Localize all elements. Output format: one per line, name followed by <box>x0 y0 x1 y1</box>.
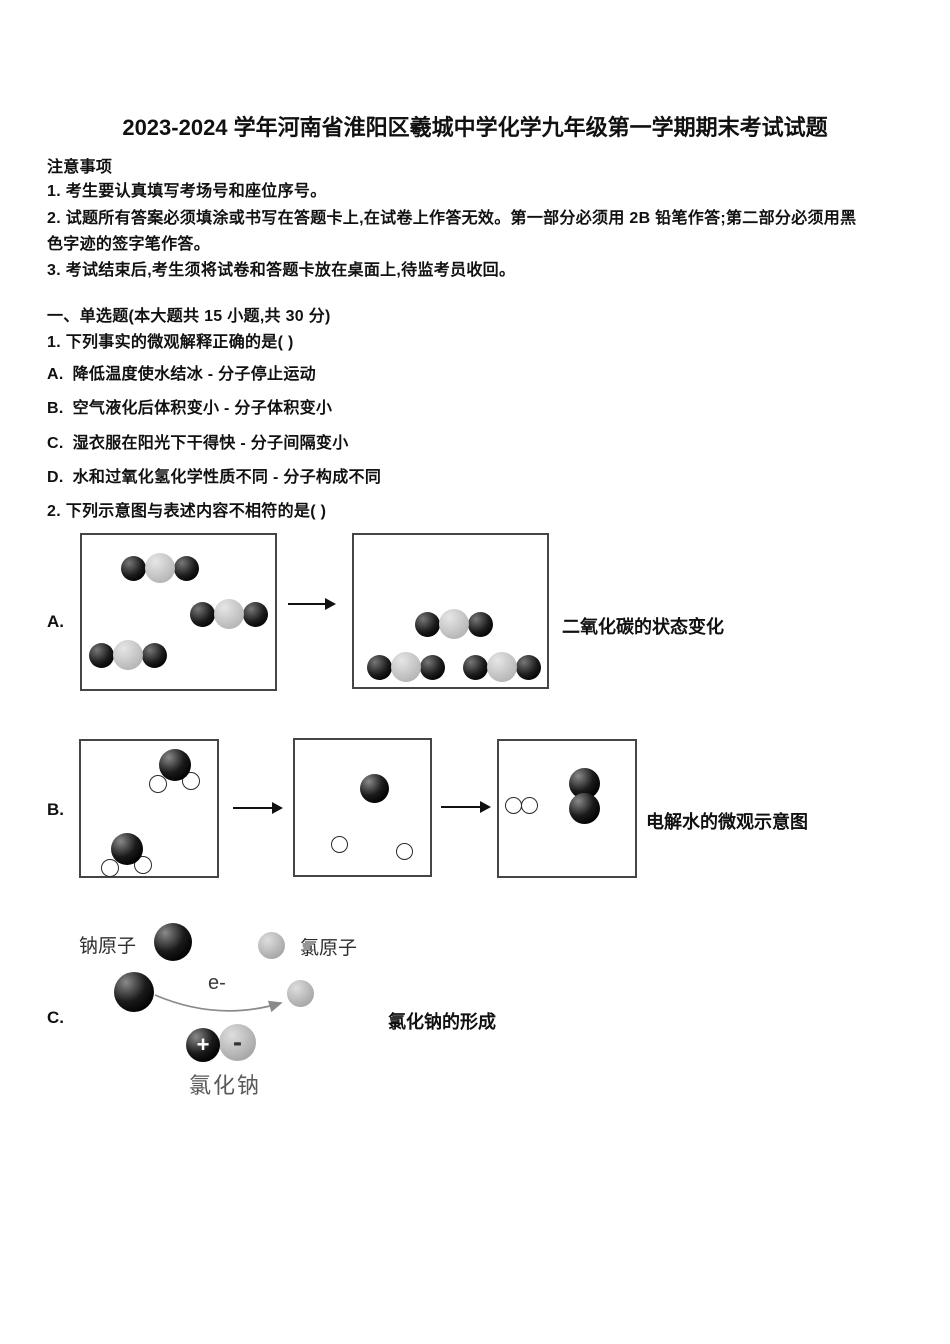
carbon-atom-icon <box>439 609 469 639</box>
co2-molecule <box>190 599 268 629</box>
page-title: 2023-2024 学年河南省淮阳区羲城中学化学九年级第一学期期末考试试题 <box>122 115 828 140</box>
oxygen-atom-icon <box>142 643 167 668</box>
notice-line-2: 2. 试题所有答案必须填涂或书写在答题卡上,在试卷上作答无效。第一部分必须用 2… <box>47 210 857 227</box>
chlorine-atom-icon <box>258 932 285 959</box>
notice-line-2-cont: 色字迹的签字笔作答。 <box>47 236 211 253</box>
option-text: 湿衣服在阳光下干得快 - 分子间隔变小 <box>72 435 349 452</box>
chloride-ion-icon: - <box>219 1024 256 1061</box>
oxygen-atom-icon <box>159 749 191 781</box>
oxygen-atom-icon <box>420 655 445 680</box>
hydrogen-atom-icon <box>331 836 348 853</box>
oxygen-atom-icon <box>415 612 440 637</box>
hydrogen-atom-icon <box>149 775 167 793</box>
electron-transfer-arrow-icon <box>154 994 283 1013</box>
q1-option-a: A. 降低温度使水结冰 - 分子停止运动 <box>47 360 316 384</box>
co2-molecule <box>367 652 445 682</box>
oxygen-atom-icon <box>367 655 392 680</box>
co2-molecule <box>121 553 199 583</box>
q1-stem: 1. 下列事实的微观解释正确的是( ) <box>47 334 294 351</box>
q2-option-a-caption: 二氧化碳的状态变化 <box>562 617 724 637</box>
hydrogen-molecule-atom-icon <box>505 797 522 814</box>
oxygen-atom-icon <box>468 612 493 637</box>
option-text: 空气液化后体积变小 - 分子体积变小 <box>72 400 333 417</box>
q2-option-c-letter: C. <box>47 1008 64 1027</box>
q2-stem: 2. 下列示意图与表述内容不相符的是( ) <box>47 503 327 520</box>
sodium-ion-icon: + <box>186 1028 220 1062</box>
product-molecules-box <box>497 739 637 878</box>
notice-line-1: 1. 考生要认真填写考场号和座位序号。 <box>47 183 327 200</box>
oxygen-atom-icon <box>111 833 143 865</box>
q1-option-c: C. 湿衣服在阳光下干得快 - 分子间隔变小 <box>47 429 349 453</box>
right-arrow-icon <box>288 598 336 610</box>
water-box <box>79 739 219 878</box>
q2-option-b-letter: B. <box>47 800 64 819</box>
co2-condensed-box <box>352 533 549 689</box>
plus-sign: + <box>196 1032 210 1057</box>
oxygen-atom-icon <box>174 556 199 581</box>
hydrogen-atom-icon <box>101 859 119 877</box>
right-arrow-icon <box>441 801 491 813</box>
q1-option-d: D. 水和过氧化氢化学性质不同 - 分子构成不同 <box>47 463 381 487</box>
option-text: 水和过氧化氢化学性质不同 - 分子构成不同 <box>72 469 382 486</box>
oxygen-atom-icon <box>360 774 389 803</box>
hydrogen-atom-icon <box>396 843 413 860</box>
carbon-atom-icon <box>487 652 517 682</box>
water-molecule <box>101 833 153 879</box>
notice-heading: 注意事项 <box>47 159 113 176</box>
co2-gas-box <box>80 533 277 691</box>
chlorine-atom-icon <box>287 980 314 1007</box>
option-letter: C. <box>47 435 64 452</box>
carbon-atom-icon <box>214 599 244 629</box>
carbon-atom-icon <box>391 652 421 682</box>
co2-molecule <box>463 652 541 682</box>
sodium-atom-label: 钠原子 <box>79 936 137 957</box>
oxygen-atom-icon <box>121 556 146 581</box>
oxygen-atom-icon <box>516 655 541 680</box>
option-letter: B. <box>47 400 64 417</box>
option-letter: A. <box>47 366 64 383</box>
oxygen-atom-icon <box>463 655 488 680</box>
q2-option-a-letter: A. <box>47 612 64 631</box>
notice-line-3: 3. 考试结束后,考生须将试卷和答题卡放在桌面上,待监考员收回。 <box>47 262 516 279</box>
carbon-atom-icon <box>113 640 143 670</box>
oxygen-atom-icon <box>190 602 215 627</box>
free-atoms-box <box>293 738 432 877</box>
electron-label: e- <box>208 972 226 994</box>
q2-option-b-caption: 电解水的微观示意图 <box>646 812 808 832</box>
section-heading: 一、单选题(本大题共 15 小题,共 30 分) <box>47 308 331 325</box>
hydrogen-atom-icon <box>134 856 152 874</box>
option-text: 降低温度使水结冰 - 分子停止运动 <box>72 366 316 383</box>
water-molecule <box>149 749 201 795</box>
sodium-atom-icon <box>114 972 154 1012</box>
sodium-chloride-label: 氯化钠 <box>189 1073 262 1098</box>
carbon-atom-icon <box>145 553 175 583</box>
oxygen-atom-icon <box>89 643 114 668</box>
co2-molecule <box>89 640 167 670</box>
q1-option-b: B. 空气液化后体积变小 - 分子体积变小 <box>47 394 332 418</box>
oxygen-molecule-atom-icon <box>569 793 600 824</box>
hydrogen-atom-icon <box>182 772 200 790</box>
sodium-atom-icon <box>154 923 192 961</box>
option-letter: D. <box>47 469 64 486</box>
right-arrow-icon <box>233 802 283 814</box>
co2-molecule <box>415 609 493 639</box>
oxygen-atom-icon <box>243 602 268 627</box>
minus-sign: - <box>233 1027 242 1057</box>
chlorine-atom-label: 氯原子 <box>300 938 358 959</box>
hydrogen-molecule-atom-icon <box>521 797 538 814</box>
q2-option-c-caption: 氯化钠的形成 <box>388 1012 496 1032</box>
